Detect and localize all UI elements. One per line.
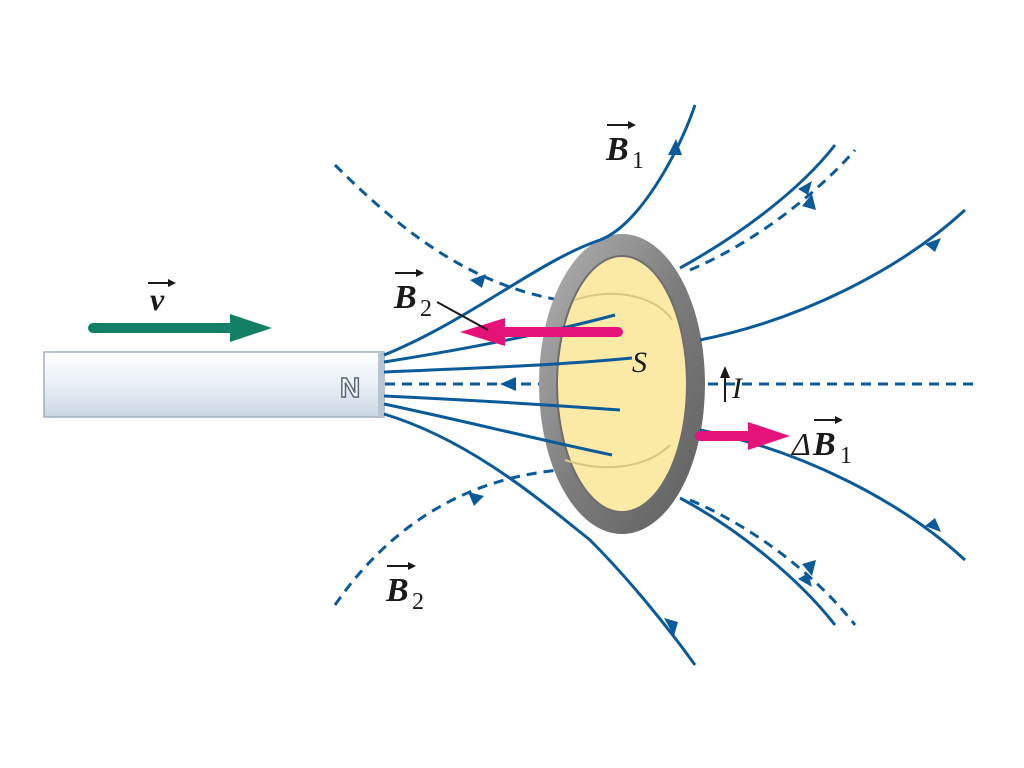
label-current: I [731, 372, 744, 405]
dashed-line-bottom-left [333, 468, 561, 606]
north-pole-label: N [340, 372, 360, 403]
arrowhead [468, 492, 484, 506]
svg-text:1: 1 [840, 443, 852, 469]
svg-text:Δ: Δ [790, 426, 811, 462]
svg-text:B: B [385, 572, 409, 609]
field-line [383, 394, 621, 412]
dashed-line-arrows [468, 194, 816, 576]
dashed-line-top-left [333, 163, 561, 302]
label-b2-bottom: B 2 [385, 562, 424, 615]
field-line [383, 104, 697, 357]
label-surface: S [632, 346, 647, 379]
dashed-line-bottom-right [689, 498, 857, 626]
arrowhead [802, 560, 816, 576]
arrowhead [798, 181, 812, 195]
induced-field-arrow [460, 318, 623, 346]
current-arrow [720, 366, 730, 402]
dashed-line-top-right [689, 149, 857, 272]
arrowhead [802, 194, 816, 210]
svg-text:2: 2 [412, 589, 424, 615]
svg-text:2: 2 [420, 296, 432, 322]
velocity-arrow [88, 314, 272, 342]
bar-magnet: N [43, 351, 385, 418]
svg-text:B: B [812, 426, 836, 463]
loop-surface [556, 255, 688, 513]
arrowhead [798, 573, 812, 587]
arrowhead [668, 139, 682, 155]
arrowhead [925, 518, 941, 532]
arrowhead [500, 377, 516, 391]
solid-line-arrows [664, 139, 941, 636]
svg-text:B: B [605, 131, 629, 168]
svg-text:v: v [150, 281, 165, 317]
arrowhead [664, 618, 678, 636]
b2-leader-line [436, 301, 489, 331]
field-line [679, 496, 837, 626]
arrowhead [925, 238, 941, 252]
field-line [383, 356, 633, 374]
svg-text:B: B [393, 279, 417, 316]
delta-b1-arrow [695, 422, 790, 450]
conducting-loop [539, 234, 705, 534]
field-line [383, 402, 613, 457]
label-v: v [148, 279, 176, 317]
field-line [679, 144, 837, 270]
label-b2-left: B 2 [393, 269, 432, 322]
svg-text:1: 1 [632, 148, 644, 174]
arrowhead [470, 274, 486, 288]
loop-shading [564, 292, 673, 469]
label-b1-top: B 1 [605, 121, 644, 174]
label-delta-b1: Δ B 1 [790, 416, 852, 469]
field-line [383, 412, 697, 666]
field-line [699, 208, 967, 342]
